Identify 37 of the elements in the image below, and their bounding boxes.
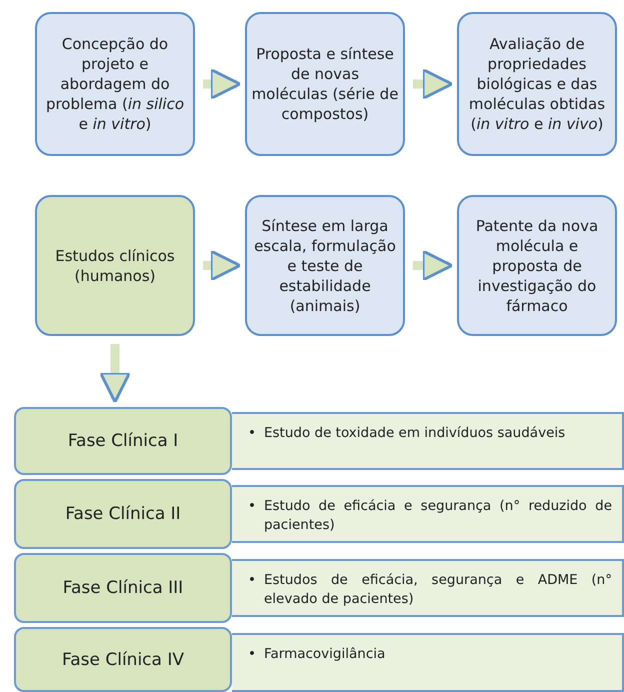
arrow: [413, 68, 454, 100]
phase-box: [14, 627, 232, 692]
box-text: Fase Clínica III: [62, 578, 184, 598]
process-box: [35, 12, 195, 156]
bullet-mark: •: [248, 645, 256, 664]
phase-box: [14, 479, 232, 549]
arrow: [203, 68, 242, 100]
bullet-mark: •: [248, 497, 256, 516]
description-text: Farmacovigilância: [264, 645, 386, 664]
description-text: Estudos de eficácia, segurança e ADME (n° elevado de pacientes): [264, 571, 612, 609]
box-text: Patente da nova molécula e proposta de investigação do fármaco: [474, 216, 600, 316]
box-text: Proposta e síntese de novas moléculas (série de compostos): [251, 44, 399, 124]
description-panel: [232, 412, 624, 470]
arrow: [413, 250, 454, 282]
process-box: [457, 195, 617, 336]
bullet-mark: •: [248, 424, 256, 443]
description-text: Estudo de toxidade em indivíduos saudáveis: [264, 424, 566, 443]
box-text: Fase Clínica IV: [62, 650, 184, 670]
description-panel: [232, 485, 624, 543]
box-text: Avaliação de propriedades biológicas e das moléculas obtidas (in vitro e in vivo): [468, 34, 606, 134]
arrow: [203, 250, 242, 282]
description-panel: [232, 559, 624, 617]
process-box: [457, 12, 617, 156]
process-box: [245, 12, 405, 156]
process-box: [35, 195, 195, 336]
description-text: Estudo de eficácia e segurança (n° reduzido de pacientes): [264, 497, 612, 535]
box-text: Fase Clínica II: [65, 504, 181, 524]
bullet-mark: •: [248, 571, 256, 590]
process-box: [245, 195, 405, 336]
box-text: Síntese em larga escala, formulação e teste de estabilidade (animais): [253, 216, 397, 316]
box-text: Concepção do projeto e abordagem do problema (in silico e in vitro): [44, 34, 186, 134]
arrow: [99, 344, 131, 404]
phase-box: [14, 553, 232, 623]
phase-box: [14, 407, 232, 475]
box-text: Fase Clínica I: [68, 431, 178, 451]
description-panel: [232, 633, 624, 692]
box-text: Estudos clínicos (humanos): [54, 246, 176, 286]
